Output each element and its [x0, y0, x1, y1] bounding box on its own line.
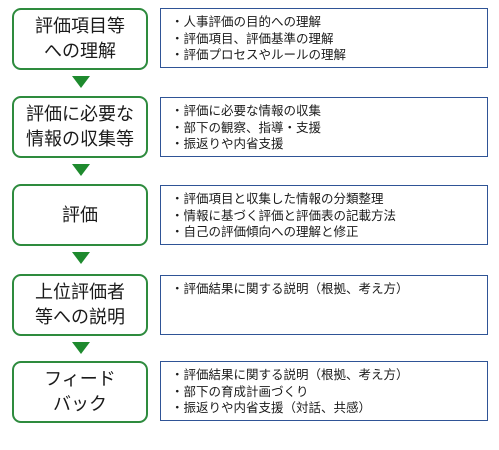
- detail-item: 部下の育成計画づくり: [171, 384, 487, 401]
- down-arrow-icon: [72, 76, 90, 88]
- detail-list: 評価項目と収集した情報の分類整理 情報に基づく評価と評価表の記載方法 自己の評価…: [171, 191, 487, 241]
- detail-list: 評価に必要な情報の収集 部下の観察、指導・支援 振返りや内省支援: [171, 103, 487, 153]
- detail-item: 振返りや内省支援: [171, 136, 487, 153]
- detail-item: 評価結果に関する説明（根拠、考え方）: [171, 281, 487, 298]
- step-box-information-gathering: 評価に必要な 情報の収集等: [12, 96, 148, 158]
- step-box-evaluation: 評価: [12, 184, 148, 246]
- detail-item: 人事評価の目的への理解: [171, 14, 487, 31]
- detail-item: 部下の観察、指導・支援: [171, 120, 487, 137]
- detail-box-information-gathering: 評価に必要な情報の収集 部下の観察、指導・支援 振返りや内省支援: [160, 97, 488, 157]
- detail-item: 評価結果に関する説明（根拠、考え方）: [171, 367, 487, 384]
- detail-item: 評価プロセスやルールの理解: [171, 47, 487, 64]
- detail-item: 自己の評価傾向への理解と修正: [171, 224, 487, 241]
- detail-item: 評価項目、評価基準の理解: [171, 31, 487, 48]
- detail-item: 情報に基づく評価と評価表の記載方法: [171, 208, 487, 225]
- detail-box-explanation-to-superior: 評価結果に関する説明（根拠、考え方）: [160, 275, 488, 335]
- step-box-understanding: 評価項目等 への理解: [12, 8, 148, 70]
- down-arrow-icon: [72, 164, 90, 176]
- detail-box-feedback: 評価結果に関する説明（根拠、考え方） 部下の育成計画づくり 振返りや内省支援（対…: [160, 361, 488, 421]
- detail-list: 評価結果に関する説明（根拠、考え方）: [171, 281, 487, 298]
- detail-list: 評価結果に関する説明（根拠、考え方） 部下の育成計画づくり 振返りや内省支援（対…: [171, 367, 487, 417]
- down-arrow-icon: [72, 342, 90, 354]
- down-arrow-icon: [72, 252, 90, 264]
- detail-list: 人事評価の目的への理解 評価項目、評価基準の理解 評価プロセスやルールの理解: [171, 14, 487, 64]
- step-box-feedback: フィード バック: [12, 361, 148, 423]
- detail-box-evaluation: 評価項目と収集した情報の分類整理 情報に基づく評価と評価表の記載方法 自己の評価…: [160, 185, 488, 245]
- detail-item: 振返りや内省支援（対話、共感）: [171, 400, 487, 417]
- detail-item: 評価に必要な情報の収集: [171, 103, 487, 120]
- detail-item: 評価項目と収集した情報の分類整理: [171, 191, 487, 208]
- detail-box-understanding: 人事評価の目的への理解 評価項目、評価基準の理解 評価プロセスやルールの理解: [160, 8, 488, 68]
- step-box-explanation-to-superior: 上位評価者 等への説明: [12, 274, 148, 336]
